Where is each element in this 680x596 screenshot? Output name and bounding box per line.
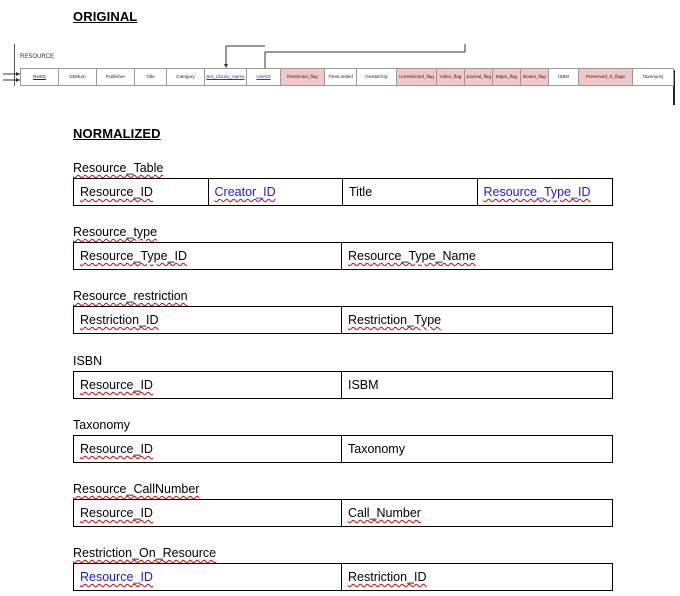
table-cell: Call_Number bbox=[342, 500, 612, 526]
table-name: Restriction_On_Resource bbox=[73, 546, 216, 560]
original-column-cell: Taxonomy bbox=[642, 74, 664, 79]
table-name-text: Taxonomy bbox=[73, 418, 130, 432]
table-name-text: Resource_Table bbox=[73, 161, 164, 175]
original-column-cell: Unrestricted_flag bbox=[397, 69, 437, 85]
table-name: Taxonomy bbox=[73, 418, 130, 432]
normalized-table: Resource_ID Restriction_ID bbox=[73, 563, 613, 591]
table-name-text: Resource_CallNumber bbox=[73, 482, 200, 496]
original-column-cell: DDNum bbox=[59, 69, 97, 85]
table-cell-text: Resource_Type_ID bbox=[80, 249, 188, 263]
original-column-cell: ResID bbox=[21, 69, 59, 85]
table-cell: Title bbox=[343, 179, 478, 205]
original-column-cell: Publisher bbox=[97, 69, 135, 85]
original-heading: ORIGINAL bbox=[73, 9, 138, 24]
table-name: ISBN bbox=[73, 354, 102, 368]
table-cell-text: Resource_ID bbox=[80, 185, 153, 199]
table-name: Resource_Table bbox=[73, 161, 163, 175]
diagram-left-bar bbox=[14, 44, 15, 86]
table-cell-text: ISBM bbox=[348, 378, 379, 392]
table-name: Resource_type bbox=[73, 225, 157, 239]
normalized-table: Resource_ID Call_Number bbox=[73, 499, 613, 527]
table-cell: Resource_ID bbox=[74, 436, 342, 462]
diagram-right-bar bbox=[673, 70, 675, 105]
table-cell-text: Restriction_Type bbox=[348, 313, 442, 327]
normalized-table: Resource_ID ISBM bbox=[73, 371, 613, 399]
original-column-cell: Preserved_S_flage bbox=[579, 69, 633, 85]
normalized-table: Restriction_ID Restriction_Type bbox=[73, 306, 613, 334]
normalized-table: Resource_ID Taxonomy bbox=[73, 435, 613, 463]
table-cell: Resource_ID bbox=[74, 372, 342, 398]
table-name-text: Restriction_On_Resource bbox=[73, 546, 217, 560]
original-column-cell: Category bbox=[167, 69, 205, 85]
table-cell: Restriction_Type bbox=[342, 307, 612, 333]
table-cell-text: Call_Number bbox=[348, 506, 421, 520]
table-cell-text: Creator_ID bbox=[214, 185, 276, 199]
table-name-text: Resource_type bbox=[73, 225, 158, 239]
table-name-text: ISBN bbox=[73, 354, 103, 368]
table-cell-text: Resource_ID bbox=[80, 570, 153, 584]
table-cell-text: Restriction_ID bbox=[80, 313, 159, 327]
table-cell: Resource_Type_Name bbox=[342, 243, 612, 269]
normalized-heading: NORMALIZED bbox=[73, 126, 161, 141]
table-cell-text: Resource_ID bbox=[80, 506, 153, 520]
original-column-cell: Bot_Library_Name bbox=[205, 69, 247, 85]
original-column-cell: TimeLimited bbox=[325, 69, 357, 85]
normalized-table: Resource_Type_ID Resource_Type_Name bbox=[73, 242, 613, 270]
table-name-text: Resource_restriction bbox=[73, 289, 188, 303]
relation-arrows bbox=[3, 44, 466, 82]
original-column-cell: Maps_flag bbox=[493, 69, 521, 85]
table-cell-text: Restriction_ID bbox=[348, 570, 427, 584]
table-cell: Resource_Type_ID bbox=[74, 243, 342, 269]
table-cell: Resource_ID bbox=[74, 179, 209, 205]
table-name: Resource_CallNumber bbox=[73, 482, 199, 496]
table-cell-text: Resource_ID bbox=[80, 442, 153, 456]
table-cell-text: Resource_Type_Name bbox=[348, 249, 476, 263]
table-cell-text: Resource_Type_ID bbox=[483, 185, 591, 199]
table-cell-text: Resource_ID bbox=[80, 378, 153, 392]
table-cell: Resource_ID bbox=[74, 500, 342, 526]
original-column-cell: ISBN bbox=[549, 69, 579, 85]
original-column-cell: UserID bbox=[247, 69, 281, 85]
table-cell: Restriction_ID bbox=[342, 564, 612, 590]
original-column-cell: OnsiteOnly bbox=[357, 69, 397, 85]
normalized-table: Resource_ID Creator_ID Title Resource_Type_… bbox=[73, 178, 613, 206]
table-cell: Resource_ID bbox=[74, 564, 342, 590]
table-cell: Resource_Type_ID bbox=[478, 179, 613, 205]
original-column-cell: Books_flag bbox=[521, 69, 549, 85]
original-column-cell: Video_flag bbox=[437, 69, 465, 85]
original-column-cell: Restricted_flag bbox=[281, 69, 325, 85]
table-cell: ISBM bbox=[342, 372, 612, 398]
table-cell-text: Title bbox=[349, 185, 373, 199]
original-column-cell: Title bbox=[135, 69, 167, 85]
table-cell-text: Taxonomy bbox=[348, 442, 405, 456]
original-entity-label: RESOURCE bbox=[20, 54, 55, 60]
table-name: Resource_restriction bbox=[73, 289, 188, 303]
table-cell: Taxonomy bbox=[342, 436, 612, 462]
original-column-cell: Journal_flag bbox=[465, 69, 493, 85]
table-cell: Restriction_ID bbox=[74, 307, 342, 333]
table-cell: Creator_ID bbox=[209, 179, 343, 205]
